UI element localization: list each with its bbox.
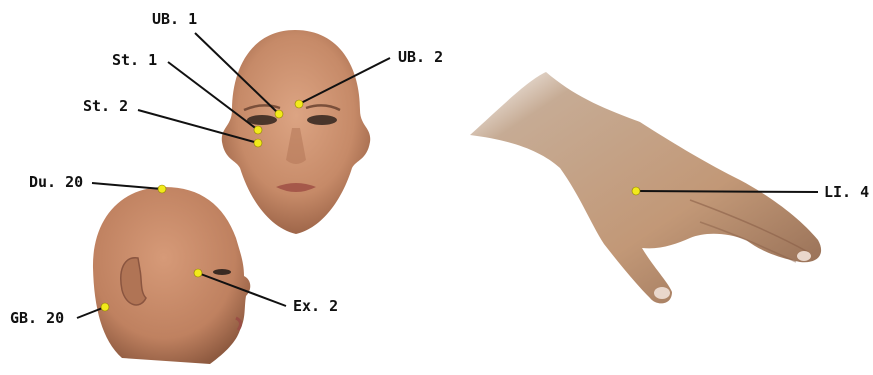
leader-line-du20 bbox=[92, 183, 162, 189]
point-li4 bbox=[632, 187, 640, 195]
point-st2 bbox=[254, 139, 262, 147]
label-li4: LI. 4 bbox=[824, 184, 869, 200]
label-ub2: UB. 2 bbox=[398, 49, 443, 65]
label-ex2: Ex. 2 bbox=[293, 298, 338, 314]
hand-illustration bbox=[470, 72, 821, 303]
label-st1: St. 1 bbox=[112, 52, 157, 68]
label-ub1: UB. 1 bbox=[152, 11, 197, 27]
leader-line-li4 bbox=[636, 191, 818, 192]
side-head-illustration bbox=[93, 187, 250, 364]
point-st1 bbox=[254, 126, 262, 134]
point-ex2 bbox=[194, 269, 202, 277]
label-st2: St. 2 bbox=[83, 98, 128, 114]
point-ub1 bbox=[275, 110, 283, 118]
point-gb20 bbox=[101, 303, 109, 311]
label-gb20: GB. 20 bbox=[10, 310, 64, 326]
point-ub2 bbox=[295, 100, 303, 108]
label-du20: Du. 20 bbox=[29, 174, 83, 190]
front-face-illustration bbox=[222, 30, 370, 234]
point-du20 bbox=[158, 185, 166, 193]
